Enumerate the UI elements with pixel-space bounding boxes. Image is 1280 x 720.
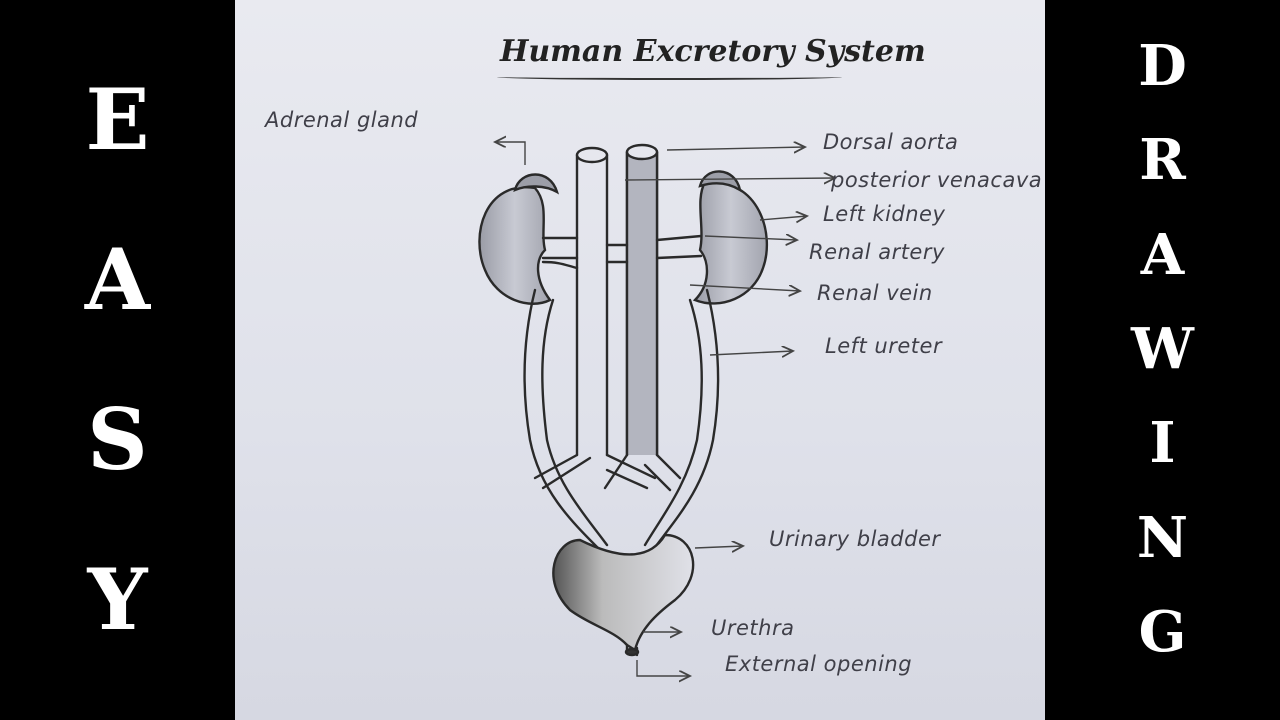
banner-letter: I (1149, 410, 1176, 477)
iliac-vein (603, 453, 682, 492)
iliac-artery-left (533, 453, 592, 490)
drawing-paper: Human Excretory System Adrenal gland Dor… (235, 0, 1045, 720)
label-urinary-bladder: Urinary bladder (769, 527, 941, 551)
right-kidney (478, 186, 552, 305)
right-ureter-inner (541, 298, 609, 547)
left-banner: E A S Y (0, 0, 235, 720)
diagram-title: Human Excretory System (500, 34, 926, 69)
label-posterior-venacava: posterior venacava (831, 168, 1043, 192)
label-renal-vein: Renal vein (817, 281, 933, 305)
left-adrenal-gland (698, 170, 742, 193)
iliac-artery-right (605, 453, 657, 490)
renal-artery-left (655, 234, 703, 260)
banner-letter: S (87, 390, 148, 489)
banner-letter: W (1131, 315, 1194, 382)
aorta-opening (575, 146, 609, 164)
banner-letter: A (84, 230, 151, 329)
banner-letter: G (1138, 598, 1187, 665)
excretory-diagram (478, 0, 1045, 720)
urinary-bladder (552, 533, 695, 652)
right-adrenal-gland (513, 173, 559, 195)
right-banner: D R A W I N G (1045, 0, 1280, 720)
label-left-ureter: Left ureter (825, 334, 943, 358)
dorsal-aorta (575, 153, 609, 457)
renal-vein-left (605, 243, 629, 264)
external-opening (624, 647, 640, 657)
title-underline (497, 74, 842, 80)
label-renal-artery: Renal artery (809, 240, 945, 264)
label-dorsal-aorta: Dorsal aorta (823, 130, 959, 154)
label-adrenal-gland: Adrenal gland (265, 108, 419, 132)
renal-artery-right (541, 236, 579, 260)
banner-letter: R (1139, 127, 1186, 194)
right-ureter (523, 288, 602, 552)
label-urethra: Urethra (711, 616, 795, 640)
banner-letter: D (1138, 33, 1187, 99)
renal-vein-right (541, 260, 579, 270)
banner-letter: N (1136, 504, 1189, 571)
label-left-kidney: Left kidney (823, 202, 946, 226)
left-ureter (651, 288, 720, 552)
venacava-opening (625, 143, 659, 161)
banner-letter: Y (87, 550, 148, 649)
banner-letter: A (1140, 221, 1185, 288)
label-external-opening: External opening (725, 652, 913, 676)
left-ureter-inner (643, 298, 703, 547)
banner-letter: E (85, 70, 150, 169)
